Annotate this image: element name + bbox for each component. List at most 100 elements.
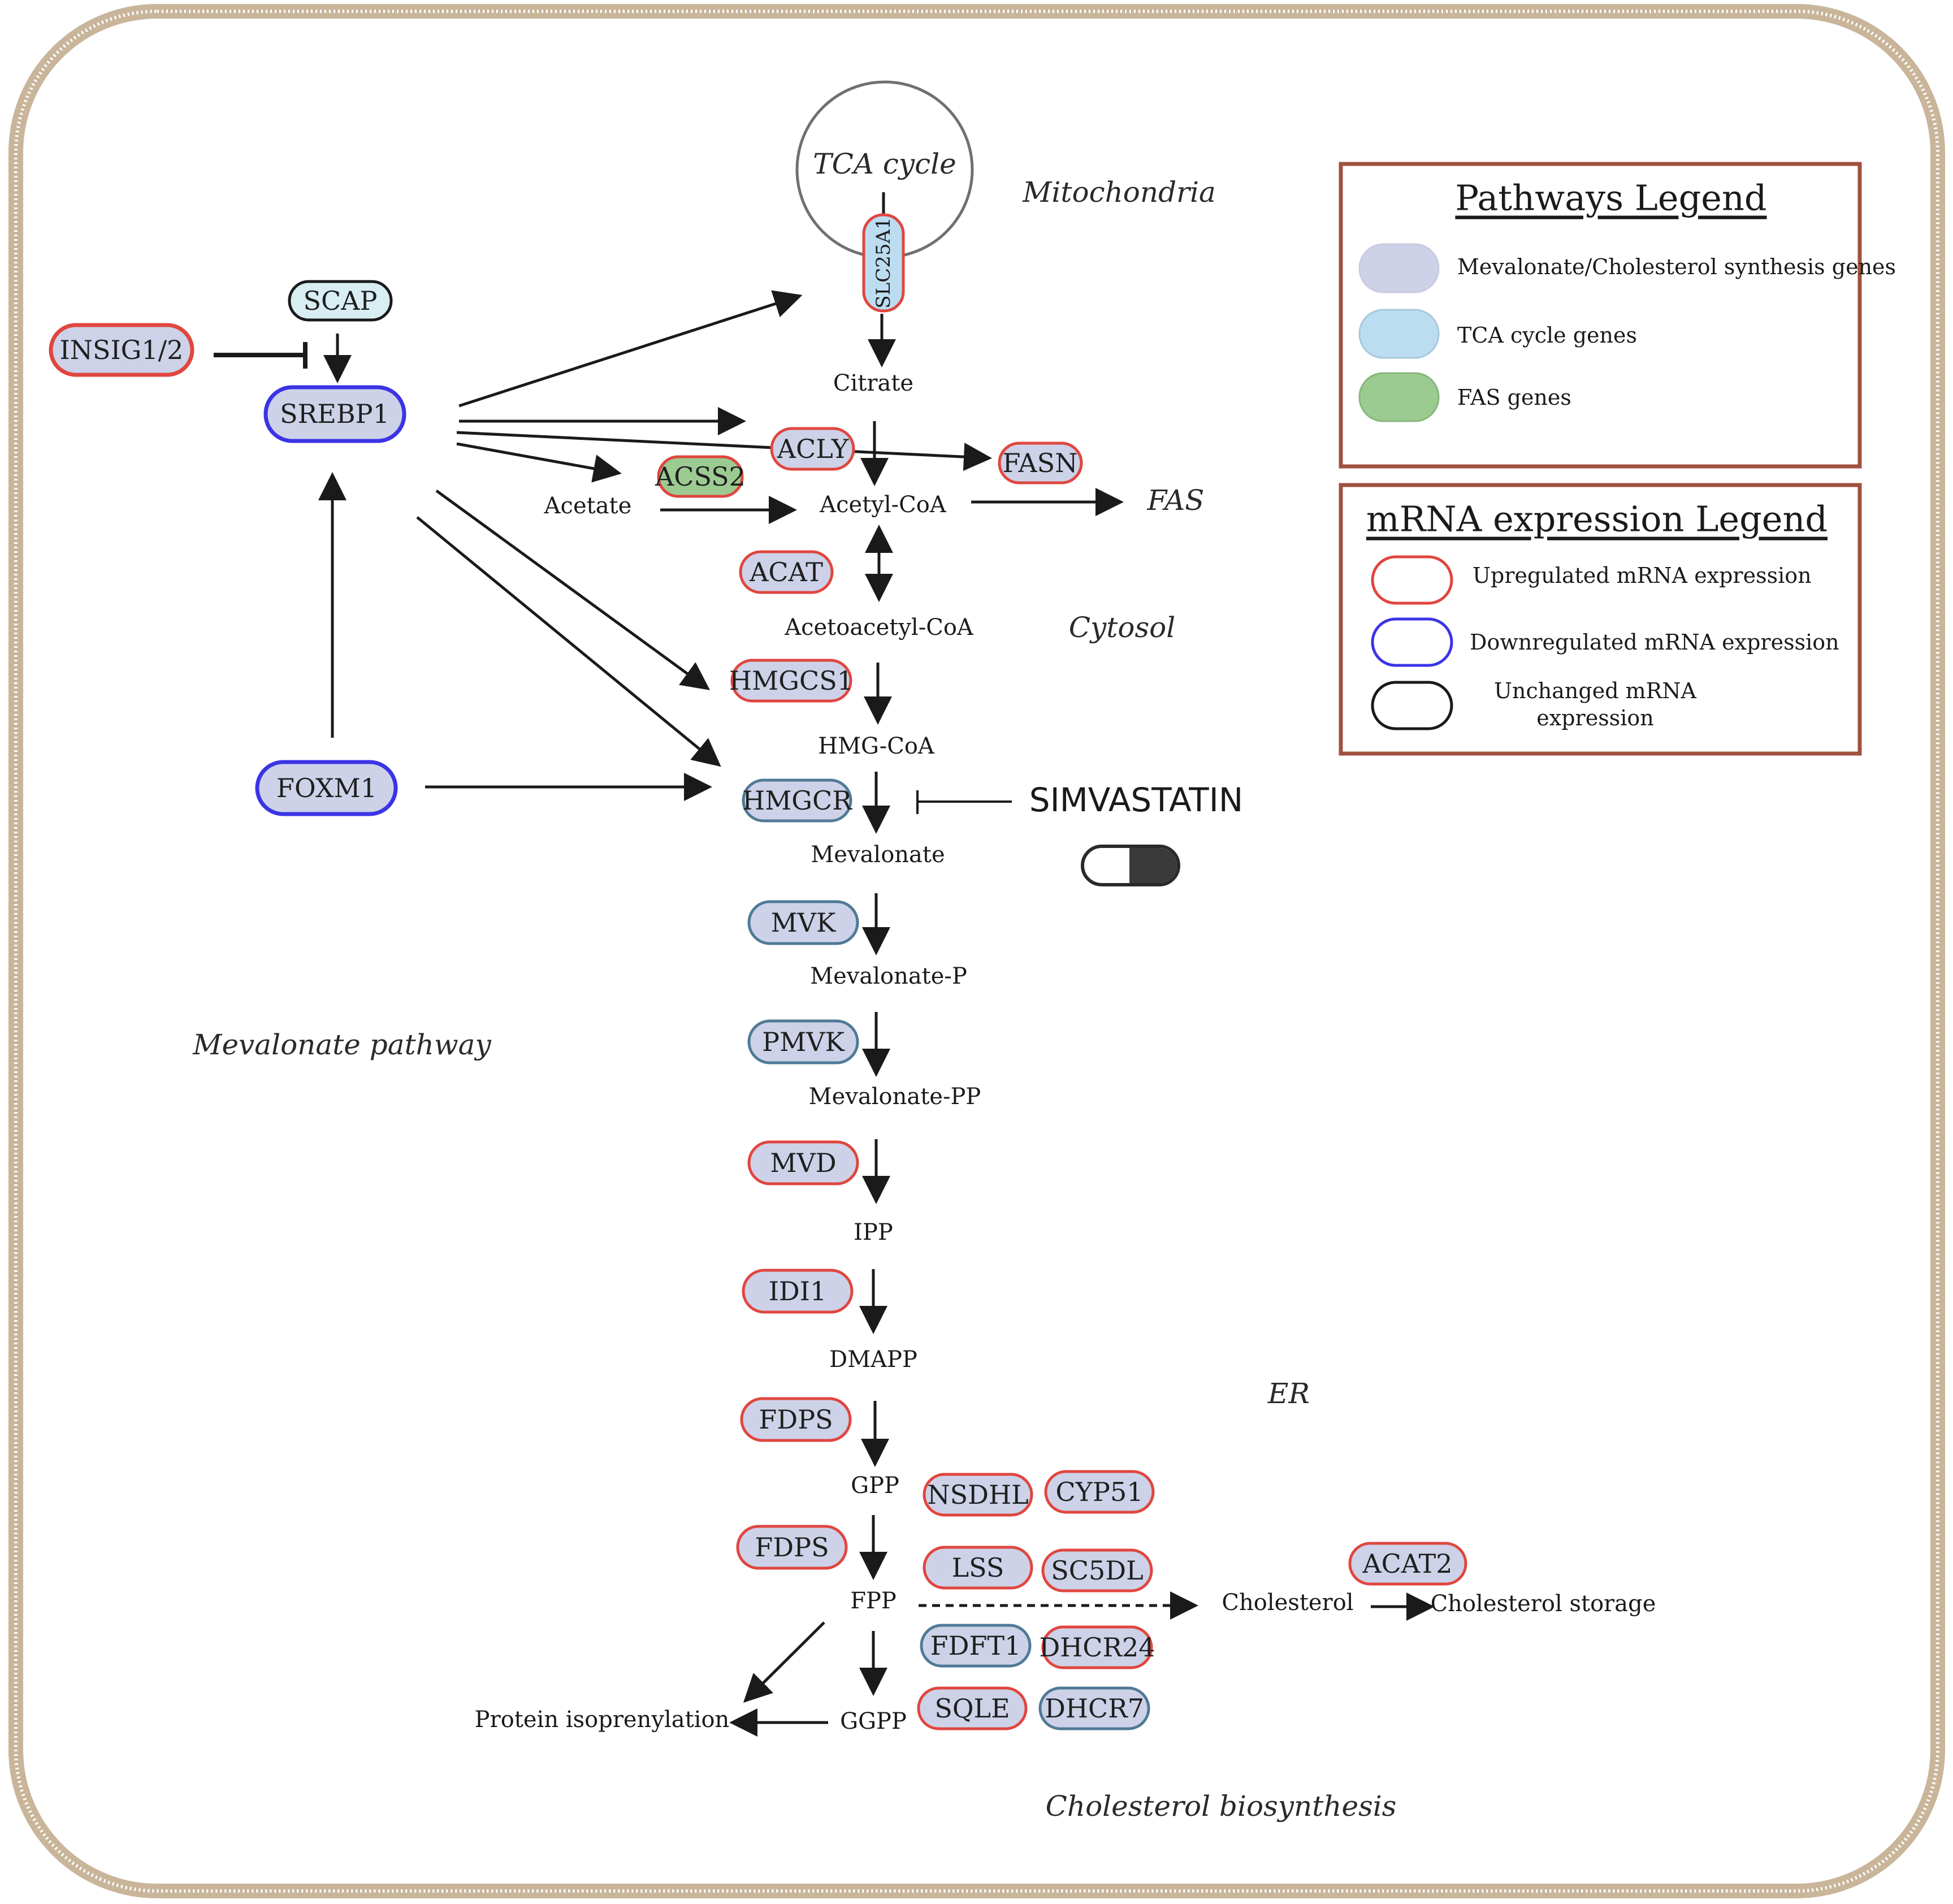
gene-mvd-label: MVD — [770, 1148, 836, 1178]
gene-pmvk: PMVK — [747, 1019, 859, 1064]
gene-nsdhl-label: NSDHL — [927, 1479, 1028, 1510]
regulator-insig — [49, 323, 194, 377]
gene-slc25a1-label: SLC25A1 — [872, 217, 895, 308]
regulator-scap-label: SCAP — [304, 285, 378, 316]
legend-swatch-up — [1371, 555, 1453, 605]
gene-fasn-label: FASN — [1003, 448, 1078, 478]
gene-acat2: ACAT2 — [1348, 1542, 1467, 1586]
gene-slc25a1 — [862, 213, 905, 313]
gene-fdft1-label: FDFT1 — [930, 1630, 1021, 1661]
region-fas: FAS — [1147, 484, 1205, 517]
metab-acetyl-coa: Acetyl-CoA — [819, 492, 947, 518]
tca-cycle-label: TCA cycle — [813, 148, 956, 180]
arrow-srebp1-fasn — [456, 431, 992, 471]
legend-tca-label: TCA cycle genes — [1457, 323, 1637, 348]
arrow-fpp-isoprenylation — [743, 1621, 825, 1703]
mrna-legend-title: mRNA expression Legend — [1366, 499, 1828, 540]
metab-ggpp: GGPP — [840, 1708, 907, 1734]
gene-lss-label: LSS — [952, 1552, 1004, 1583]
legend-swatch-mevalonate — [1358, 243, 1440, 293]
gene-fasn: FASN — [998, 442, 1083, 484]
gene-hmgcs1-label: HMGCS1 — [729, 665, 854, 696]
gene-acly-label: ACLY — [777, 434, 849, 464]
gene-acat-label: ACAT — [749, 557, 823, 587]
regulator-scap — [288, 280, 393, 322]
gene-hmgcr: HMGCR — [742, 778, 852, 823]
gene-hmgcs1: HMGCS1 — [729, 659, 854, 703]
legend-mevalonate-label: Mevalonate/Cholesterol synthesis genes — [1457, 254, 1896, 279]
gene-acss2-label: ACSS2 — [655, 461, 746, 492]
gene-sqle-label: SQLE — [934, 1693, 1010, 1724]
metab-ipp: IPP — [854, 1219, 893, 1245]
arrow-srebp1-hmgcs1 — [435, 489, 711, 690]
metab-acetate: Acetate — [544, 493, 632, 519]
metab-citrate: Citrate — [833, 370, 913, 396]
legend-down-label: Downregulated mRNA expression — [1470, 630, 1839, 655]
metab-mevalonate: Mevalonate — [811, 842, 945, 868]
gene-fdps-gpp-label: FDPS — [759, 1404, 833, 1435]
regulator-srebp1 — [263, 385, 406, 443]
drug-simvastatin: SIMVASTATIN — [1029, 781, 1243, 819]
gene-sc5dl-label: SC5DL — [1051, 1555, 1143, 1586]
gene-mvd: MVD — [747, 1140, 859, 1185]
gene-mvk-label: MVK — [771, 907, 837, 938]
gene-cyp51-label: CYP51 — [1055, 1477, 1143, 1507]
regulator-srebp1-label: SREBP1 — [280, 399, 389, 429]
region-er: ER — [1267, 1377, 1310, 1410]
gene-fdft1: FDFT1 — [920, 1624, 1032, 1668]
metab-mevalonate-p: Mevalonate-P — [810, 963, 967, 989]
metab-cholesterol: Cholesterol — [1222, 1590, 1353, 1616]
legend-unchanged-label-2: expression — [1536, 706, 1653, 730]
metab-fpp: FPP — [850, 1588, 897, 1614]
gene-hmgcr-label: HMGCR — [742, 785, 852, 816]
arrow-srebp1-slc25a1 — [458, 290, 803, 408]
legend-unchanged-label-1: Unchanged mRNA — [1494, 678, 1696, 703]
regulator-foxm1 — [255, 760, 398, 816]
gene-idi1-label: IDI1 — [769, 1276, 827, 1306]
metab-cholesterol-storage: Cholesterol storage — [1431, 1591, 1656, 1617]
legend-swatch-tca — [1358, 309, 1440, 359]
regulator-foxm1-label: FOXM1 — [276, 773, 377, 803]
legend-swatch-unchanged — [1371, 681, 1453, 730]
region-cholesterol-biosynthesis: Cholesterol biosynthesis — [1046, 1790, 1397, 1823]
gene-dhcr24: DHCR24 — [1039, 1625, 1155, 1669]
gene-nsdhl: NSDHL — [923, 1473, 1033, 1517]
arrow-srebp1-acss2 — [456, 442, 622, 483]
gene-acat2-label: ACAT2 — [1362, 1548, 1452, 1579]
gene-idi1: IDI1 — [742, 1269, 854, 1314]
metab-gpp: GPP — [851, 1473, 899, 1499]
arrow-srebp1-hmgcr — [416, 516, 721, 767]
metab-mevalonate-pp: Mevalonate-PP — [809, 1084, 981, 1110]
metab-acetoacetyl-coa: Acetoacetyl-CoA — [784, 615, 974, 641]
pill-icon — [1081, 845, 1180, 886]
gene-sc5dl: SC5DL — [1041, 1548, 1153, 1593]
gene-lss: LSS — [923, 1546, 1033, 1590]
gene-dhcr7-label: DHCR7 — [1045, 1693, 1144, 1724]
gene-acat: ACAT — [739, 550, 834, 594]
pathways-legend-title: Pathways Legend — [1455, 178, 1766, 219]
legend-fas-label: FAS genes — [1457, 385, 1571, 410]
gene-acly: ACLY — [770, 427, 855, 471]
gene-fdps-gpp: FDPS — [740, 1397, 852, 1442]
gene-dhcr24-label: DHCR24 — [1039, 1632, 1155, 1663]
legend-swatch-fas — [1358, 372, 1440, 422]
metab-hmg-coa: HMG-CoA — [818, 733, 935, 759]
gene-fdps-fpp-label: FDPS — [755, 1532, 829, 1563]
legend-up-label: Upregulated mRNA expression — [1473, 563, 1812, 588]
region-mevalonate-pathway: Mevalonate pathway — [192, 1028, 491, 1061]
gene-cyp51: CYP51 — [1044, 1470, 1155, 1514]
cell-membrane-texture — [14, 10, 1939, 1893]
gene-acss2: ACSS2 — [655, 455, 746, 498]
gene-sqle: SQLE — [917, 1686, 1028, 1730]
region-mitochondria: Mitochondria — [1022, 176, 1216, 209]
gene-pmvk-label: PMVK — [762, 1027, 845, 1057]
metab-protein-isoprenylation: Protein isoprenylation — [475, 1707, 730, 1733]
gene-fdps-fpp: FDPS — [736, 1525, 848, 1570]
regulator-insig-label: INSIG1/2 — [60, 335, 184, 365]
metab-dmapp: DMAPP — [829, 1347, 917, 1373]
gene-mvk: MVK — [747, 900, 859, 945]
gene-dhcr7: DHCR7 — [1038, 1686, 1150, 1730]
region-cytosol: Cytosol — [1069, 611, 1175, 644]
